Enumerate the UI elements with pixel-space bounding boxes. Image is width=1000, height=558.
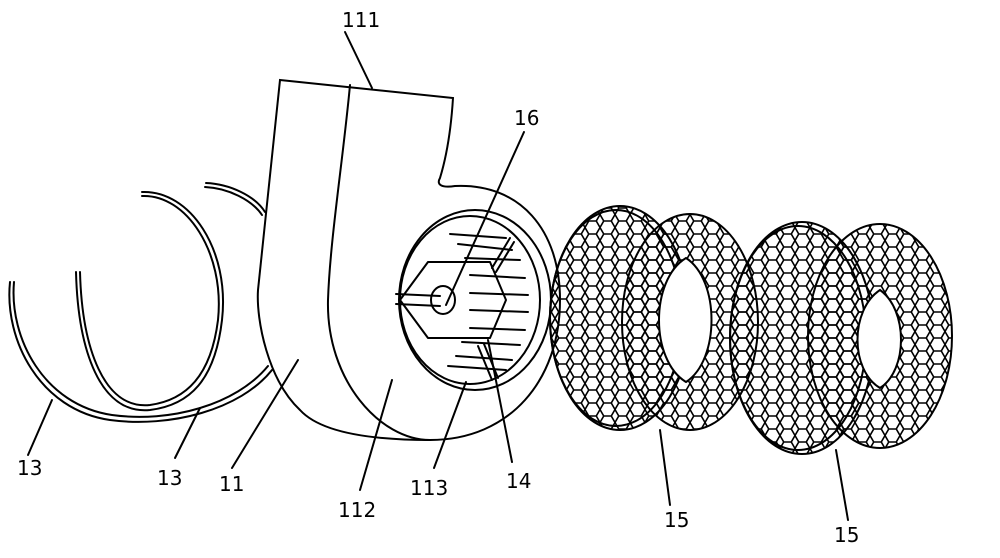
leader-13a (27, 399, 53, 456)
filter-disc-2 (729, 221, 953, 455)
retaining-ring-back (204, 182, 266, 216)
part-label-16: 16 (514, 106, 540, 130)
inlet-opening (398, 209, 552, 391)
retaining-ring-left (8, 281, 273, 423)
leader-111 (344, 31, 373, 89)
part-label-13-left: 13 (17, 456, 43, 480)
motor-shaft (430, 285, 456, 315)
leader-13b (174, 407, 201, 459)
leader-lines (27, 131, 849, 521)
leader-16 (445, 131, 525, 306)
part-label-13-middle: 13 (157, 466, 183, 490)
part-label-14: 14 (506, 469, 532, 493)
leader-113 (433, 381, 467, 469)
part-label-15-second: 15 (834, 523, 860, 547)
filter-disc-1 (549, 205, 759, 431)
part-label-112: 112 (338, 498, 377, 522)
part-label-113: 113 (410, 476, 449, 500)
filter-hole-2 (856, 288, 902, 390)
leader-15b (835, 449, 849, 521)
retaining-ring-middle (75, 190, 224, 412)
impeller (395, 233, 529, 381)
leader-15a (659, 429, 671, 506)
part-label-15-first: 15 (664, 508, 690, 532)
filter-hole-1 (658, 256, 713, 384)
leader-112 (359, 379, 393, 491)
part-label-11: 11 (219, 472, 245, 496)
part-label-111: 111 (342, 8, 381, 32)
leader-11 (231, 359, 299, 469)
leader-14 (487, 339, 513, 463)
